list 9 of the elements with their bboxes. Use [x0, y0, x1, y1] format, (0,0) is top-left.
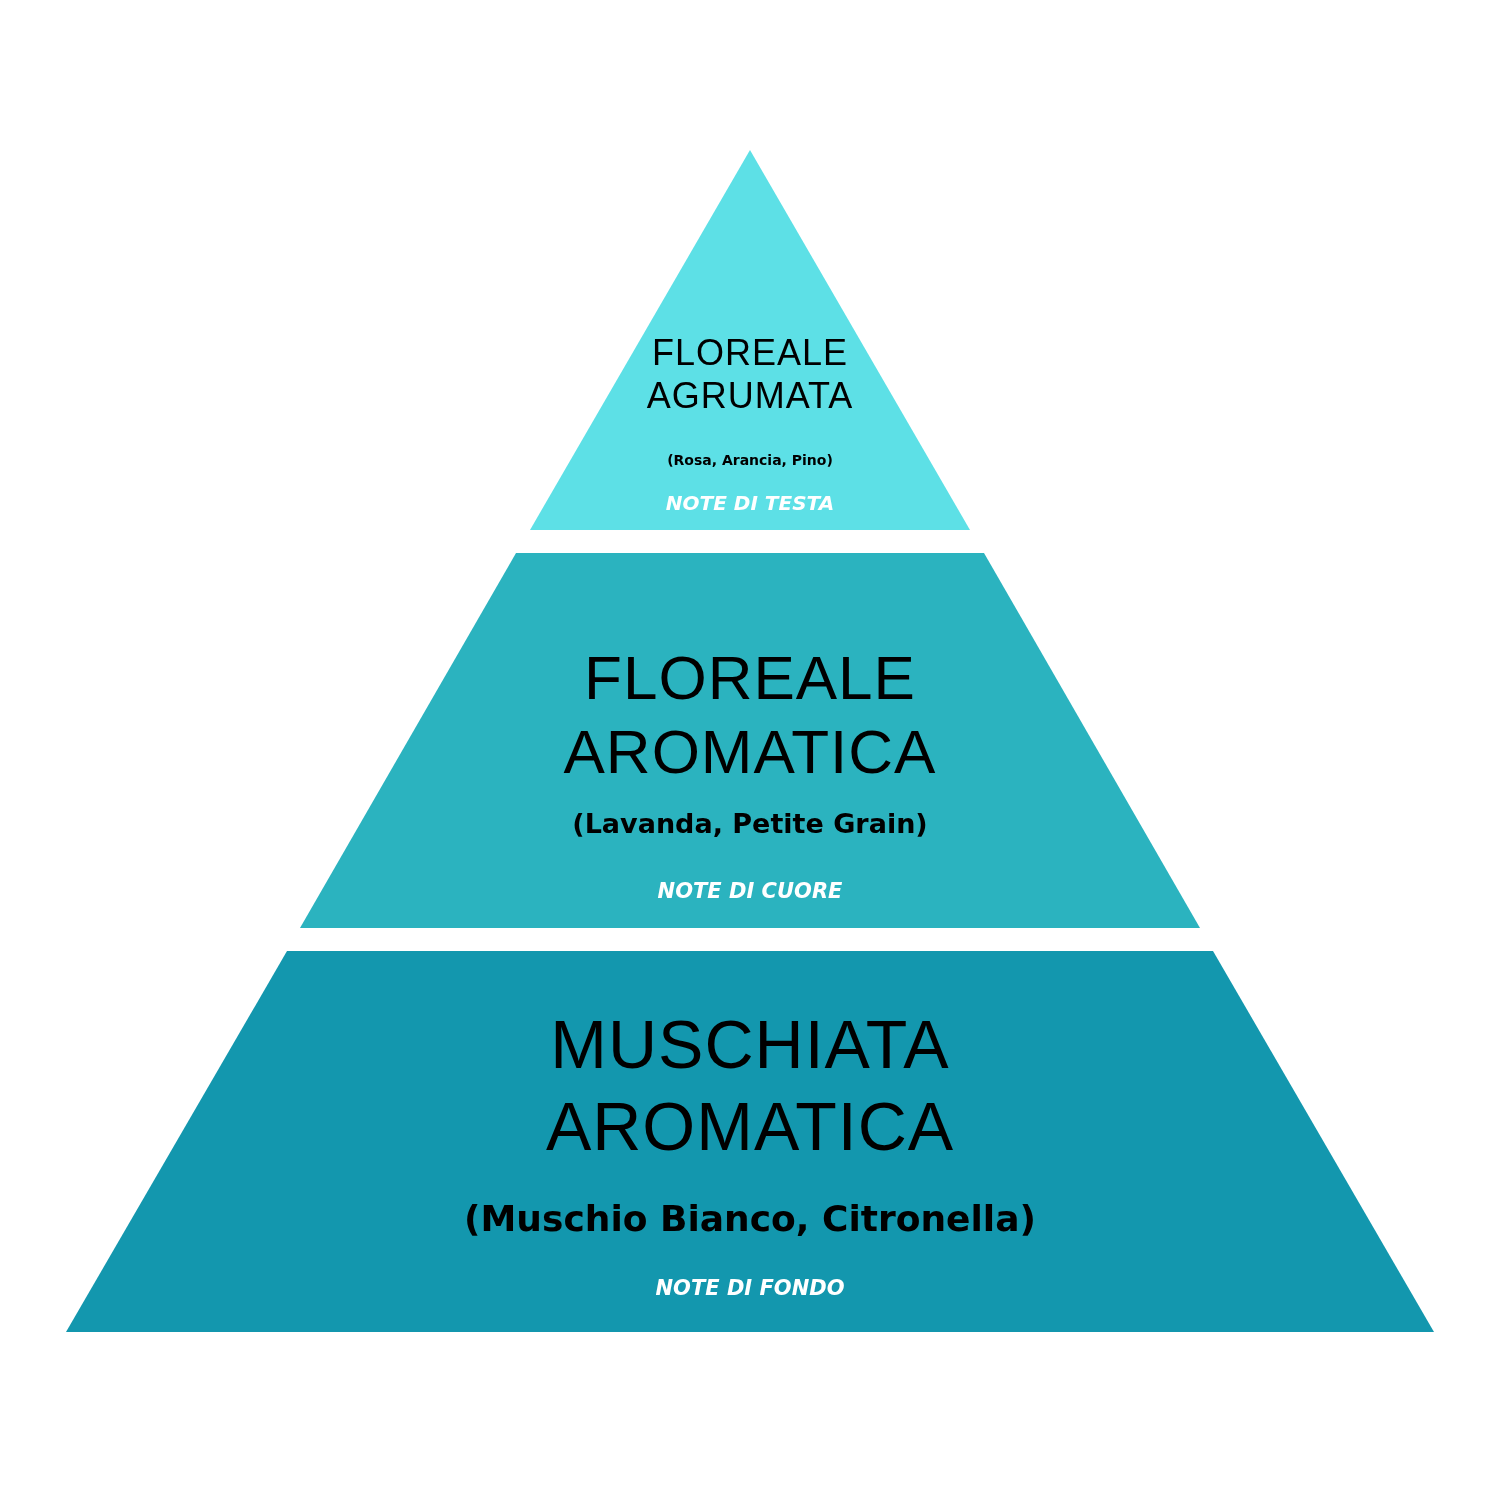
tier-title: MUSCHIATA AROMATICA [544, 1005, 956, 1166]
tier-label: NOTE DI CUORE [657, 879, 843, 903]
example-notes: (Lavanda, Petite Grain) [572, 807, 928, 839]
example-notes: (Rosa, Arancia, Pino) [667, 452, 833, 468]
tier-title: FLOREALE AROMATICA [562, 641, 938, 788]
tier-label: NOTE DI FONDO [655, 1276, 845, 1300]
tier-title: FLOREALE AGRUMATA [645, 330, 855, 418]
example-notes: (Muschio Bianco, Citronella) [464, 1197, 1036, 1239]
tier-label: NOTE DI TESTA [665, 491, 835, 515]
